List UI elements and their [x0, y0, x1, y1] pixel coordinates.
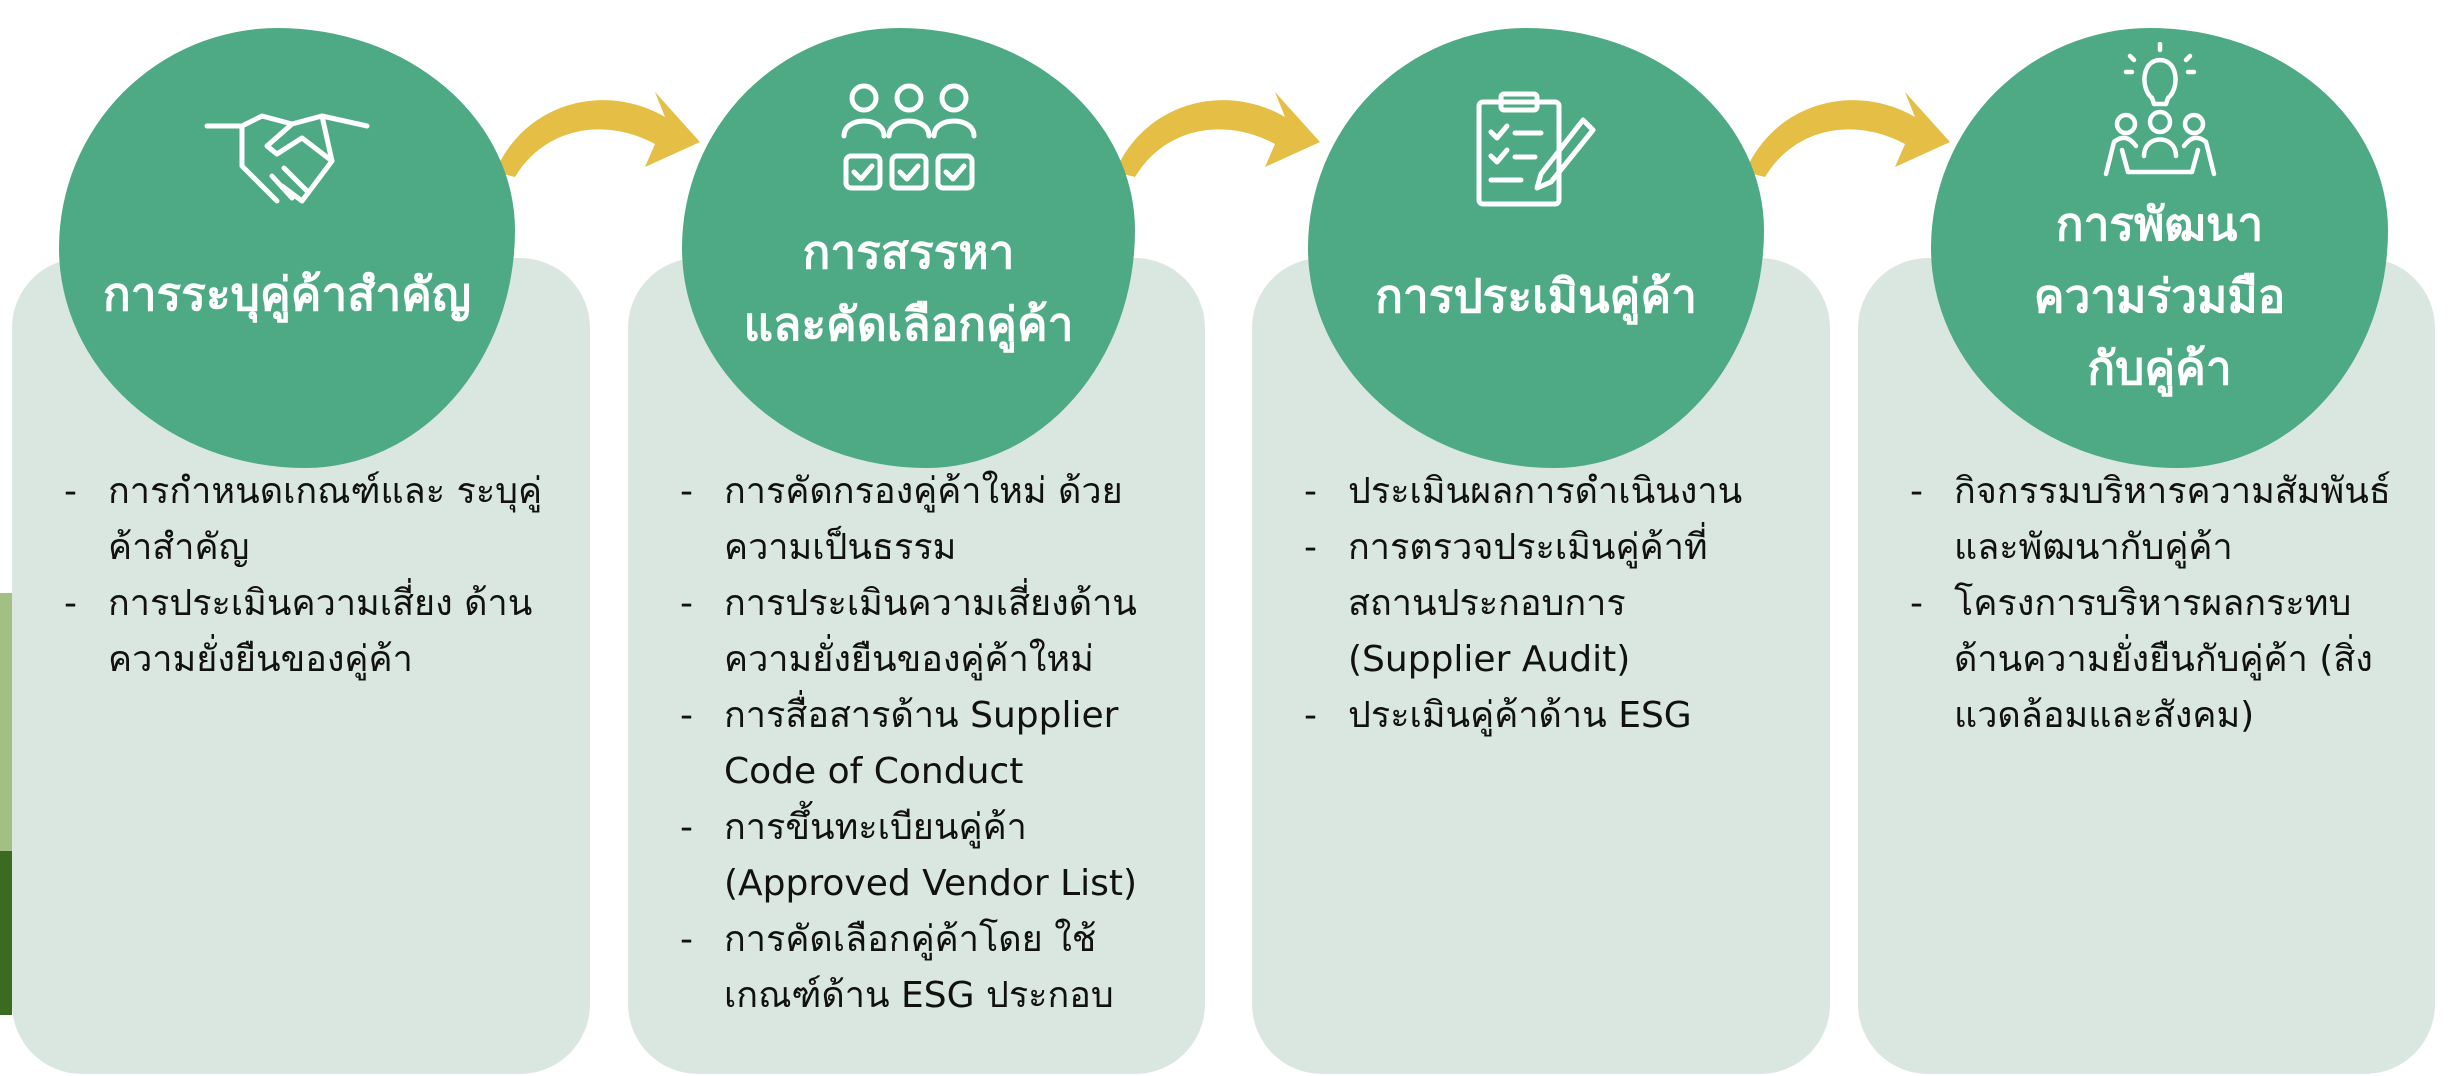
list-item: โครงการบริหารผลกระทบ ด้านความยั่งยืนกับค…: [1888, 576, 2408, 744]
arrow-icon: [1115, 92, 1320, 177]
list-item: กิจกรรมบริหารความสัมพันธ์ และพัฒนากับคู่…: [1888, 464, 2408, 576]
list-item: การประเมินความเสี่ยง ด้านความยั่งยืนของค…: [42, 576, 562, 688]
step-3-list: ประเมินผลการดำเนินงาน การตรวจประเมินคู่ค…: [1282, 464, 1782, 744]
step-2-list: การคัดกรองคู่ค้าใหม่ ด้วยความเป็นธรรม กา…: [658, 464, 1158, 1024]
title-line: การพัฒนา: [2055, 197, 2264, 251]
title-line: กับคู่ค้า: [2087, 341, 2232, 395]
title-line: การสรรหา: [802, 225, 1015, 279]
arrow-icon: [1745, 92, 1950, 177]
left-edge-decoration-light: [0, 593, 12, 851]
arrow-icon: [495, 92, 700, 177]
list-item: การกำหนดเกณฑ์และ ระบุคู่ค้าสำคัญ: [42, 464, 562, 576]
list-item: การสื่อสารด้าน Supplier Code of Conduct: [658, 688, 1158, 800]
step-4-title: การพัฒนา ความร่วมมือ กับคู่ค้า: [1931, 188, 2388, 404]
title-line: ความร่วมมือ: [2033, 269, 2286, 323]
step-1-badge: การระบุคู่ค้าสำคัญ: [59, 28, 515, 468]
title-line: และคัดเลือกคู่ค้า: [743, 297, 1074, 351]
clipboard-pen-icon: [1476, 91, 1596, 207]
step-3-badge: การประเมินคู่ค้า: [1308, 28, 1764, 468]
step-1-list: การกำหนดเกณฑ์และ ระบุคู่ค้าสำคัญ การประเ…: [42, 464, 562, 688]
list-item: การคัดเลือกคู่ค้าโดย ใช้เกณฑ์ด้าน ESG ปร…: [658, 912, 1158, 1024]
step-4-list: กิจกรรมบริหารความสัมพันธ์ และพัฒนากับคู่…: [1888, 464, 2408, 744]
people-checklist-icon: [841, 83, 976, 191]
step-1-title: การระบุคู่ค้าสำคัญ: [59, 258, 515, 330]
list-item: การประเมินความเสี่ยงด้าน ความยั่งยืนของค…: [658, 576, 1158, 688]
left-edge-decoration-dark: [0, 851, 12, 1015]
step-4-badge: การพัฒนา ความร่วมมือ กับคู่ค้า: [1931, 28, 2388, 468]
step-2-badge: การสรรหา และคัดเลือกคู่ค้า: [682, 28, 1135, 468]
handshake-icon: [204, 113, 370, 204]
title-line: การประเมินคู่ค้า: [1375, 269, 1697, 323]
team-idea-icon: [2103, 42, 2216, 177]
list-item: ประเมินคู่ค้าด้าน ESG: [1282, 688, 1782, 744]
list-item: การขึ้นทะเบียนคู่ค้า (Approved Vendor Li…: [658, 800, 1158, 912]
list-item: ประเมินผลการดำเนินงาน: [1282, 464, 1782, 520]
list-item: การคัดกรองคู่ค้าใหม่ ด้วยความเป็นธรรม: [658, 464, 1158, 576]
step-3-title: การประเมินคู่ค้า: [1308, 260, 1764, 332]
step-2-title: การสรรหา และคัดเลือกคู่ค้า: [682, 216, 1135, 360]
title-line: การระบุคู่ค้าสำคัญ: [102, 267, 472, 321]
list-item: การตรวจประเมินคู่ค้าที่ สถานประกอบการ (S…: [1282, 520, 1782, 688]
